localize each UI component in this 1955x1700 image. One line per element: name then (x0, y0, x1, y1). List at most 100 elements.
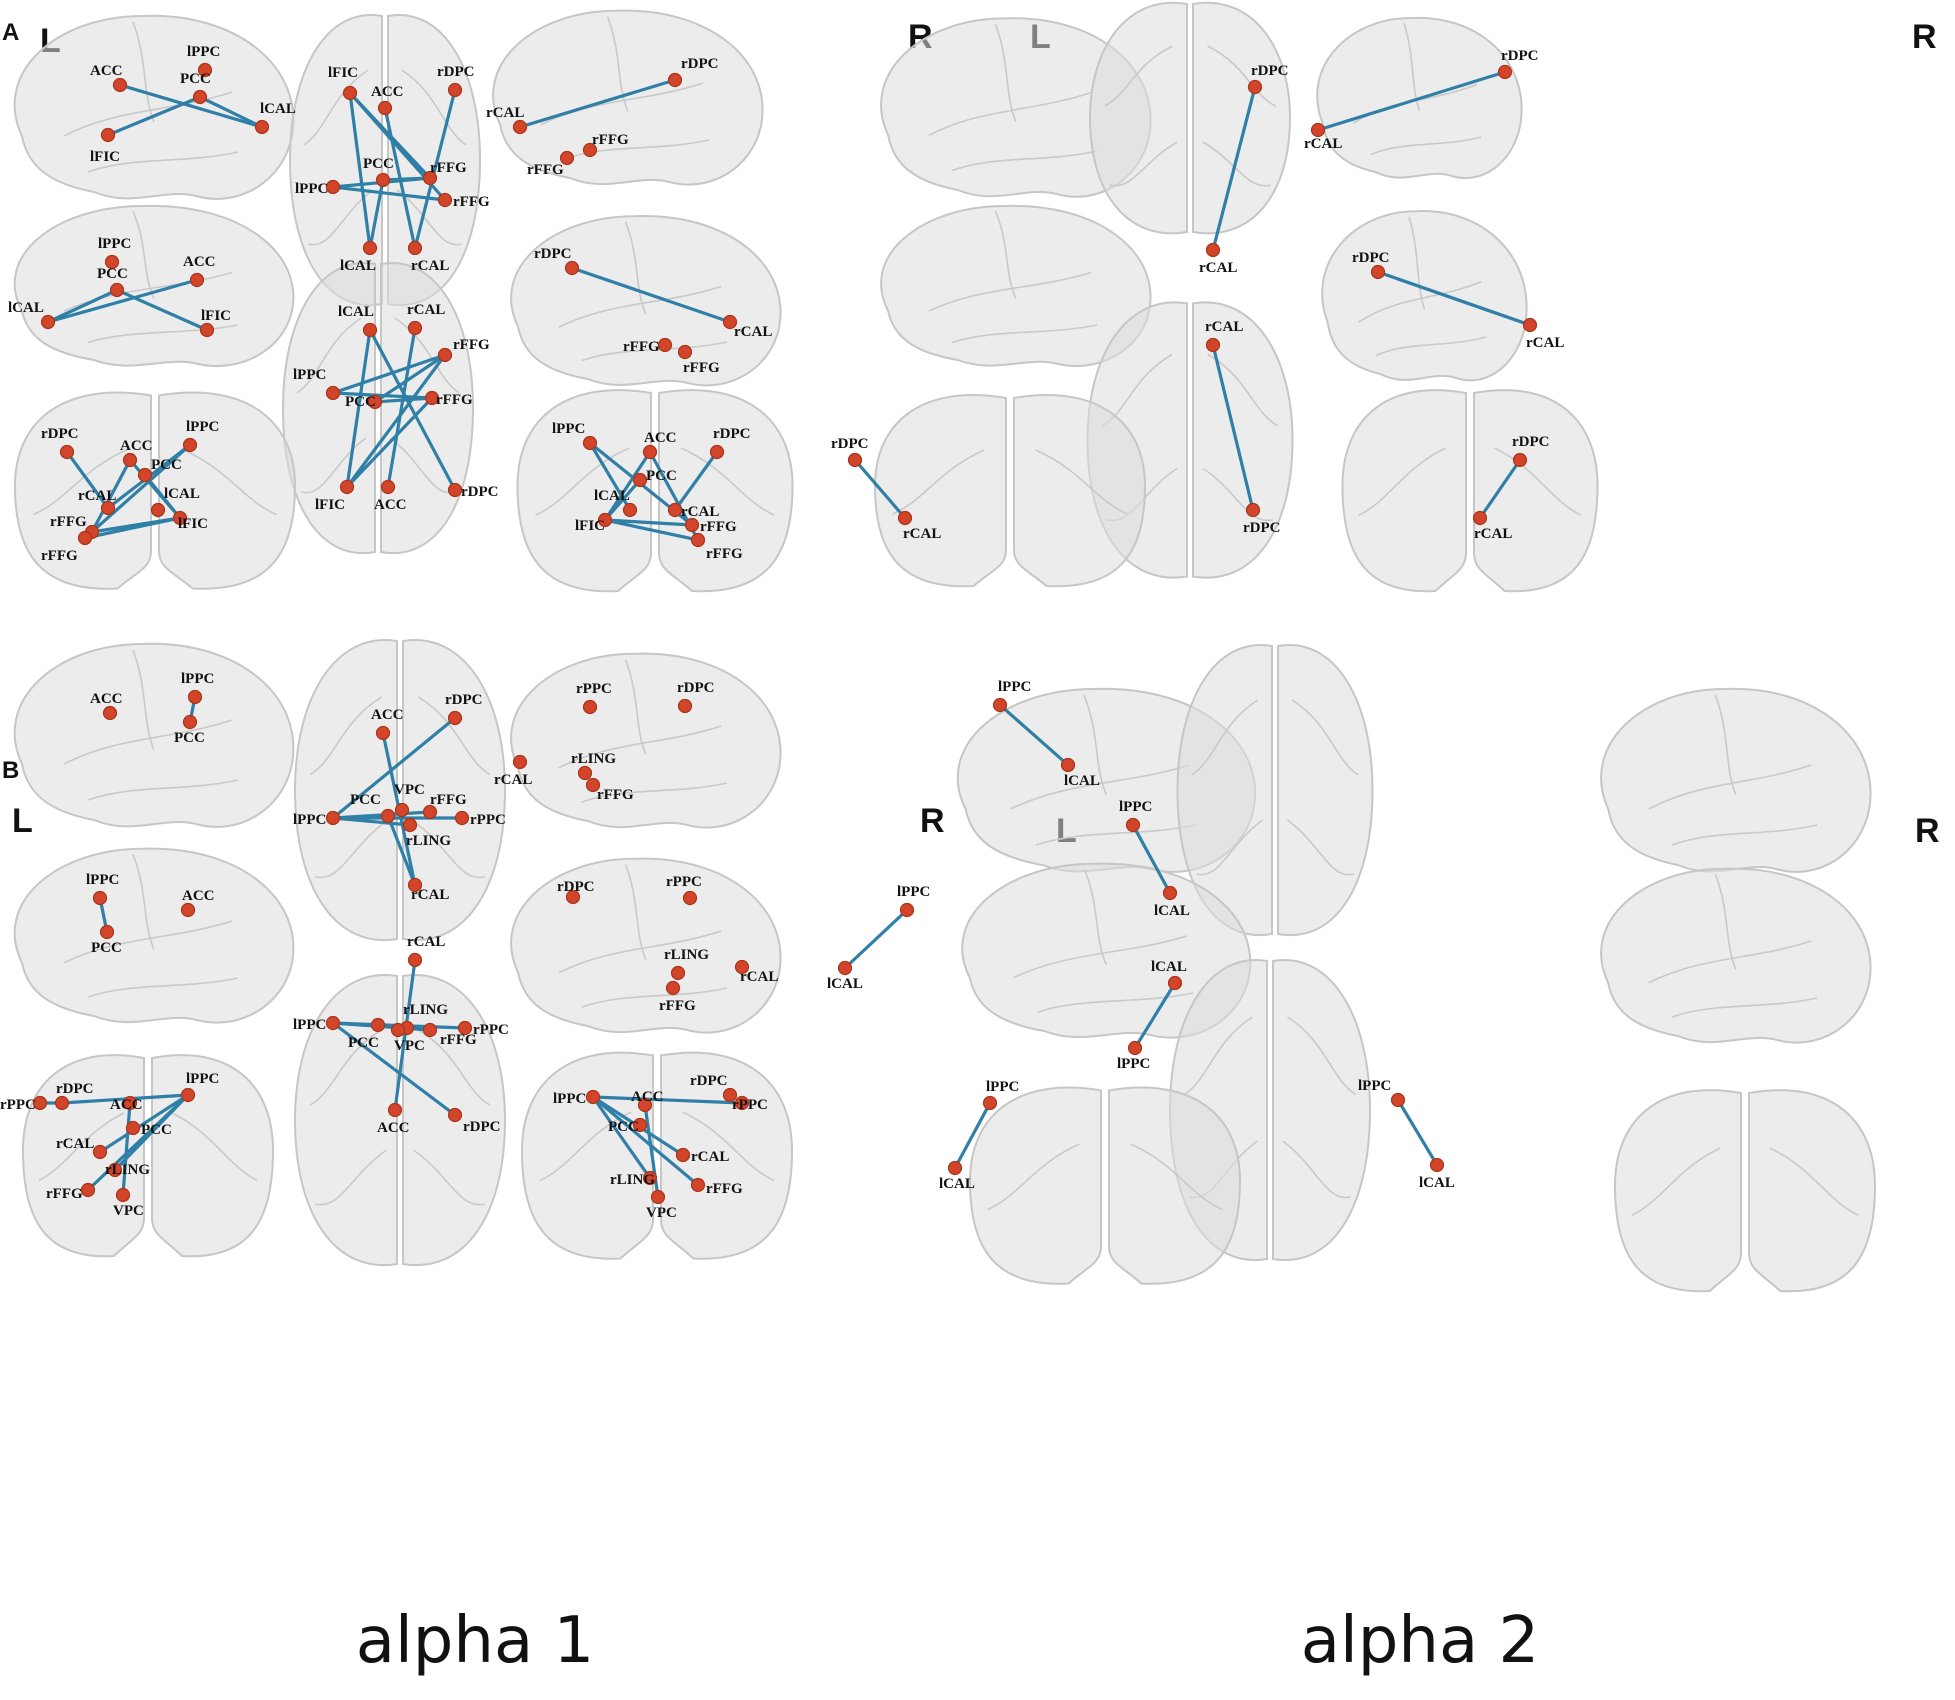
sulcus-line (1035, 449, 1128, 515)
sulcus-line (558, 285, 722, 328)
node-lppc-a1b-v7 (585, 1089, 601, 1105)
brain-lateral-b1latmr (510, 857, 782, 1034)
right-hemisphere-shape (1272, 959, 1372, 1262)
brain-lateral-shape (510, 652, 782, 829)
node-label-rdpc-a1b-v4: rDPC (463, 1119, 501, 1135)
sulcus-line (87, 151, 239, 173)
node-acc-a1b-v4 (387, 1102, 403, 1118)
node-label-rdpc-a2a-v6: rDPC (831, 436, 869, 452)
node-rdpc-a1a-v5 (564, 260, 580, 276)
sulcus-line (606, 16, 629, 112)
node-rffg-a1a-v2 (559, 150, 575, 166)
node-lcal-a1a-v0 (254, 119, 270, 135)
node-acc-a1a-v3 (189, 272, 205, 288)
brain-lateral-b2latml (961, 862, 1252, 1039)
node-label-rling-a1b-v7: rLING (610, 1172, 655, 1188)
right-hemisphere-shape (1013, 394, 1147, 588)
sulcus-line (309, 1029, 383, 1106)
node-label-rffg-a1b-v1: rFFG (430, 792, 467, 808)
node-lcal-a1a-v6 (150, 502, 166, 518)
brain-dorsal-b1dort (293, 639, 507, 942)
node-rcal-a1a-v6 (100, 500, 116, 516)
node-label-rling-a1b-v2: rLING (571, 751, 616, 767)
sulcus-line (624, 864, 647, 960)
sulcus-line (315, 1149, 388, 1206)
sulcus-line (558, 930, 722, 974)
edge-a1a-v1-lfic-lcal (348, 91, 372, 250)
left-hemisphere-shape (1613, 1089, 1742, 1293)
node-rppc-a1b-v6 (32, 1095, 48, 1111)
node-label-rffg-a1a-v5: rFFG (683, 360, 720, 376)
node-label-pcc-a1a-v4: PCC (345, 394, 376, 410)
node-label-lfic-a1a-v8: lFIC (575, 518, 605, 534)
node-rppc-a1b-v4 (457, 1020, 473, 1036)
node-rffg-a1a-v8 (690, 532, 706, 548)
node-label-lcal-a1a-v4: lCAL (338, 304, 374, 320)
region-nodes: ACC lPPC PCC lCAL lFIC lFIC ACC rDPC lPPC PCC rFFG… (0, 44, 1564, 1221)
node-lppc-a1a-v6 (182, 437, 198, 453)
edge-a1a-v4-lcal-lfic (345, 328, 372, 489)
node-rdpc-a2a-v4 (1245, 502, 1261, 518)
edge-a2b-v0-lppc-lcal (998, 703, 1070, 767)
node-lfic-a1a-v1 (342, 85, 358, 101)
edge-a1a-v8-lppc-lcal (588, 441, 632, 512)
panel-label-a: A (2, 19, 19, 46)
node-label-acc-a1a-v3: ACC (183, 254, 216, 270)
node-lcal-a2b-v4 (1167, 975, 1183, 991)
node-lcal-a1a-v1 (362, 240, 378, 256)
node-label-lcal-a1a-v1: lCAL (340, 258, 376, 274)
right-hemisphere-shape (151, 1054, 275, 1258)
node-rffg-a1a-v4 (437, 347, 453, 363)
node-label-rcal-a1b-v7: rCAL (691, 1149, 729, 1165)
node-label-lfic-a1a-v3: lFIC (201, 308, 231, 324)
node-label-vpc-a1b-v6: VPC (113, 1203, 144, 1219)
sulcus-line (417, 1029, 491, 1106)
node-label-lppc-a1a-v0: lPPC (187, 44, 220, 60)
brain-lateral-shape (1321, 210, 1528, 382)
node-rdpc-a2a-v7 (1512, 452, 1528, 468)
node-rdpc-a1b-v4 (447, 1107, 463, 1123)
node-label-rffg-a1a-v1: rFFG (453, 194, 490, 210)
node-label-lcal-a2b-v7: lCAL (1419, 1175, 1455, 1191)
sulcus-line (417, 696, 491, 776)
brain-lateral-shape (1600, 687, 1872, 873)
sulcus-line (132, 649, 155, 751)
sulcus-line (315, 820, 388, 879)
node-rcal-a1a-v4 (407, 320, 423, 336)
node-rdpc-a1a-v8 (709, 444, 725, 460)
brain-dorsal-b2dort (1176, 643, 1374, 937)
node-rffg-a1b-v1 (422, 804, 438, 820)
node-acc-a1a-v1 (377, 100, 393, 116)
node-label-rling-a1b-v1: rLING (406, 833, 451, 849)
node-label-rcal-a1b-v6: rCAL (56, 1136, 94, 1152)
node-label-vpc-a1b-v4: VPC (394, 1038, 425, 1054)
sulcus-line (994, 23, 1017, 123)
node-label-pcc-a1b-v4: PCC (348, 1035, 379, 1051)
node-label-pcc-a1a-v1: PCC (363, 156, 394, 172)
node-label-acc-a1a-v1: ACC (371, 84, 404, 100)
sulcus-line (1631, 1147, 1721, 1216)
edge-a1a-v0-pcc-lcal (198, 95, 264, 129)
edge-a1b-v6-acc-vpc (121, 1101, 132, 1197)
sulcus-line (951, 324, 1098, 344)
node-label-lppc-a1b-v0: lPPC (181, 671, 214, 687)
node-acc-a1b-v1 (375, 725, 391, 741)
node-rffg-a1a-v1 (422, 170, 438, 186)
brain-lateral-b1lattl (13, 642, 295, 828)
edge-a1b-v6-lppc-rcal (98, 1093, 190, 1154)
sulcus-line (1769, 1147, 1859, 1216)
sulcus-line (171, 1112, 258, 1181)
node-label-acc-a1b-v1: ACC (371, 707, 404, 723)
node-label-pcc-a1a-v0: PCC (180, 71, 211, 87)
node-acc-a1a-v6 (122, 452, 138, 468)
node-label-rdpc-a2a-v4: rDPC (1243, 520, 1281, 536)
node-lcal-a1a-v3 (40, 314, 56, 330)
node-rcal-a1a-v8 (667, 502, 683, 518)
sulcus-line (535, 447, 630, 516)
edge-a1a-v4-rffg1-lfic (345, 353, 447, 489)
node-label-rcal-a2a-v4: rCAL (1205, 319, 1243, 335)
edge-a2b-v3-lppc-lcal (843, 908, 909, 970)
sulcus-line (1403, 23, 1421, 112)
node-label-acc-a1a-v6: ACC (120, 438, 153, 454)
